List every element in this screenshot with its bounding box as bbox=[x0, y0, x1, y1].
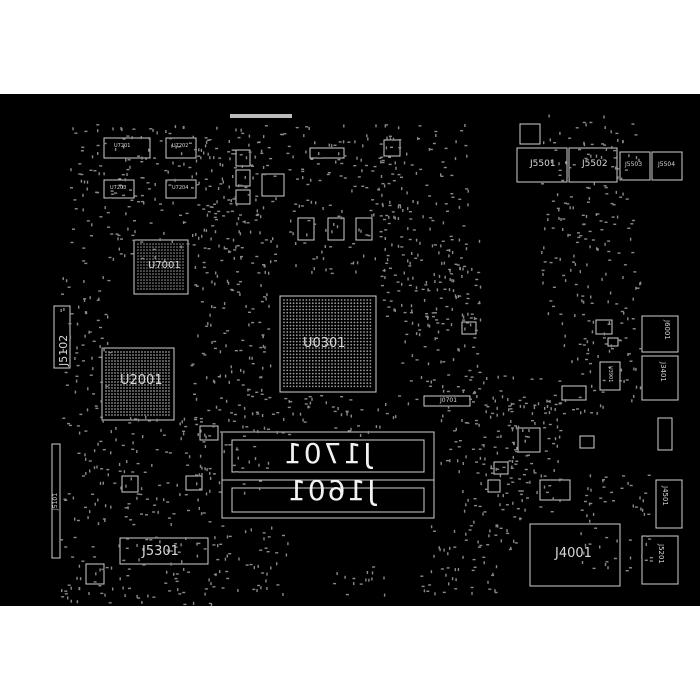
j4501-label: J4501 bbox=[661, 486, 669, 506]
j5501-label: J5501 bbox=[530, 159, 556, 169]
j5201-label: J5201 bbox=[657, 544, 665, 564]
j5503-label: J5503 bbox=[625, 161, 643, 168]
j4001-outline bbox=[529, 523, 621, 587]
j1601-label: J1601 bbox=[286, 474, 376, 507]
u7204-label: U7204 bbox=[172, 185, 189, 191]
u0301-outline bbox=[279, 295, 377, 393]
j6001-label: J6001 bbox=[663, 320, 671, 340]
u0301-label: U0301 bbox=[303, 336, 346, 351]
j0701-outline bbox=[423, 395, 471, 407]
j1701-label: J1701 bbox=[282, 437, 372, 470]
u7203-label: U7203 bbox=[110, 185, 127, 191]
u7201-label: U7201 bbox=[114, 143, 131, 149]
u7202-label: U7202 bbox=[172, 143, 189, 149]
j5504-label: J5504 bbox=[658, 161, 676, 168]
j1601-outline bbox=[221, 479, 435, 519]
u7001-label: U7001 bbox=[148, 260, 181, 271]
board-artwork bbox=[51, 114, 683, 606]
j5101-outline bbox=[51, 443, 61, 559]
j0701-label: J0701 bbox=[440, 397, 458, 404]
j5102-label: J5102 bbox=[57, 334, 70, 366]
u7001-outline bbox=[133, 239, 189, 295]
j5502-label: J5502 bbox=[582, 159, 608, 169]
u3901-label: U3901 bbox=[607, 366, 613, 383]
pcb-board: U0301 U2001 U7001 J1701 J1601 J5301 J400… bbox=[0, 94, 700, 606]
j5501-outline bbox=[516, 147, 568, 183]
u2001-label: U2001 bbox=[120, 373, 163, 388]
j5101-label: J5101 bbox=[52, 492, 59, 510]
j4001-label: J4001 bbox=[555, 546, 592, 561]
j5502-outline bbox=[568, 147, 618, 183]
j5301-outline bbox=[119, 537, 209, 565]
j5301-label: J5301 bbox=[142, 544, 179, 559]
j3401-label: J3401 bbox=[659, 362, 667, 382]
